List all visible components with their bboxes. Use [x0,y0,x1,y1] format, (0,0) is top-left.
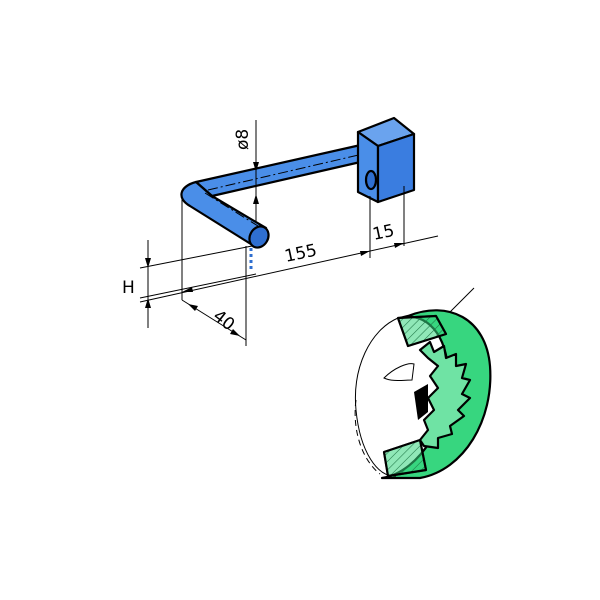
dimension-lines [139,120,439,346]
dim-length: 155 [283,241,319,267]
rod-end-cap [248,225,270,249]
rod-long-segment [194,140,380,198]
block-hole [364,169,378,191]
gear-cutter-detail [354,287,492,480]
dim-diameter: ø8 [233,129,253,150]
mounting-block [356,116,416,204]
dim-offset: 15 [371,221,396,245]
bent-rod-part [180,140,381,272]
dim-height: H [122,278,135,298]
